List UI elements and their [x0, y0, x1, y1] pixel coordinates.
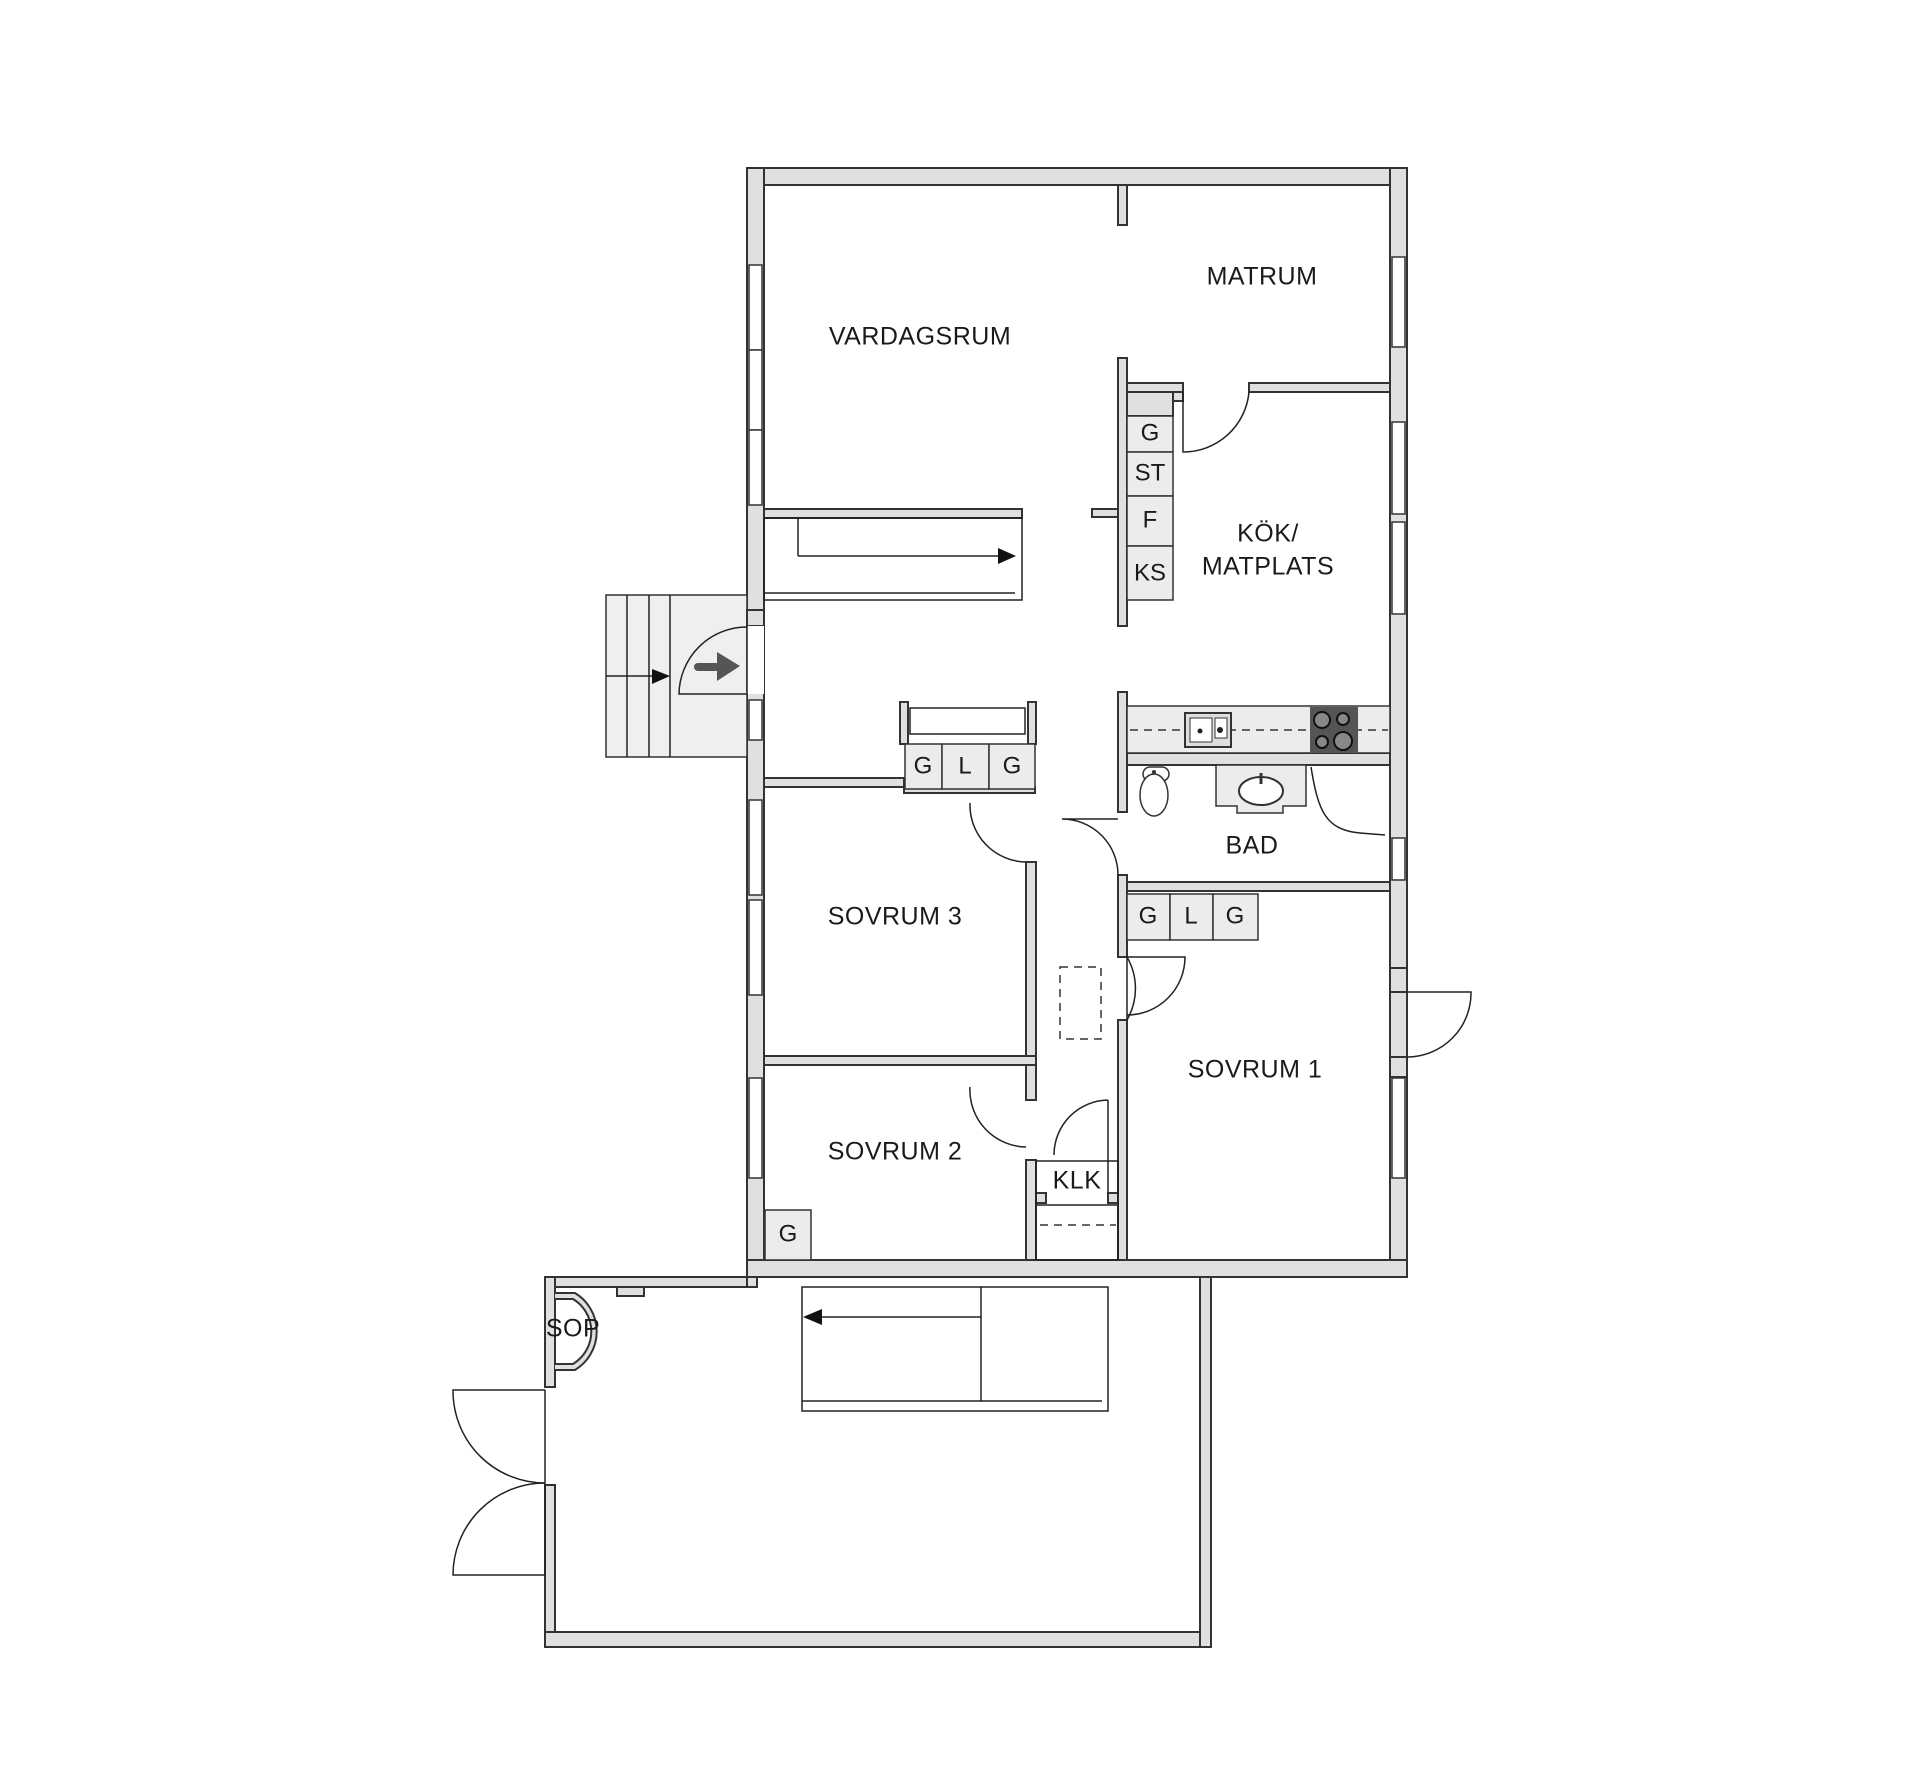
- room-label-sop: SOP: [546, 1315, 600, 1343]
- stair-direction-arrow-icon: [998, 548, 1016, 564]
- garbage-room: [554, 1292, 598, 1371]
- klk: [1035, 1099, 1119, 1261]
- kitchen-door-swing: [1182, 391, 1250, 453]
- storage-label-st: ST: [1135, 459, 1166, 486]
- closet-label: G: [914, 752, 933, 779]
- attic-hatch: [1059, 966, 1102, 1040]
- room-label-klk: KLK: [1053, 1167, 1102, 1195]
- sovrum1-door-swing: [1126, 954, 1137, 1021]
- room-label-vardagsrum: VARDAGSRUM: [829, 323, 1011, 351]
- closet-label: G: [1226, 902, 1245, 929]
- storage-label-g: G: [1141, 419, 1160, 446]
- room-label-sovrum1: SOVRUM 1: [1188, 1056, 1323, 1084]
- exterior-door-swing: [1406, 991, 1472, 1058]
- kitchen-counter: [1126, 705, 1391, 754]
- bathroom-fixtures: [1061, 764, 1386, 876]
- windows-left: [748, 264, 763, 1179]
- annex-walls: [544, 1276, 1212, 1648]
- hall-closets: G L G: [904, 707, 1036, 790]
- closet-label: L: [1184, 902, 1197, 929]
- sovrum1-closets: G L G: [1126, 893, 1259, 941]
- closet-label: G: [1003, 752, 1022, 779]
- sovrum3-door-swing: [969, 802, 1027, 863]
- room-label-sovrum2: SOVRUM 2: [828, 1138, 963, 1166]
- stair-direction-arrow-icon: [803, 1309, 822, 1325]
- entry-arrow-icon: [694, 652, 740, 681]
- windows-right: [1391, 256, 1406, 1179]
- closet-label: L: [958, 752, 971, 779]
- closet-label: G: [779, 1220, 798, 1247]
- room-label-sovrum3: SOVRUM 3: [828, 903, 963, 931]
- garage-door-left-swing: [452, 1389, 546, 1484]
- storage-label-ks: KS: [1134, 559, 1166, 586]
- sovrum2-door-swing: [969, 1086, 1027, 1148]
- entry: [605, 594, 765, 758]
- toilet-icon: [1139, 766, 1170, 817]
- room-label-matrum: MATRUM: [1207, 263, 1318, 291]
- room-label-matplats: MATPLATS: [1202, 553, 1334, 581]
- interior-stair: [763, 517, 1023, 601]
- closet-label: G: [1139, 902, 1158, 929]
- room-label-bad: BAD: [1226, 832, 1279, 860]
- stove-icon: [1310, 707, 1358, 753]
- room-label-kok: KÖK/: [1237, 520, 1299, 548]
- bath-door-swing: [1061, 818, 1119, 876]
- kitchen-storage: G ST F KS: [1126, 415, 1174, 601]
- garage-door-right-swing: [452, 1482, 546, 1576]
- entry-door-swing: [678, 626, 748, 695]
- exterior-stair: [801, 1286, 1109, 1412]
- storage-label-f: F: [1143, 506, 1158, 533]
- washbasin-icon: [1215, 764, 1307, 814]
- stair-direction-arrow-icon: [652, 669, 670, 684]
- sovrum2-closet: G: [764, 1209, 812, 1261]
- sink-icon: [1184, 712, 1232, 748]
